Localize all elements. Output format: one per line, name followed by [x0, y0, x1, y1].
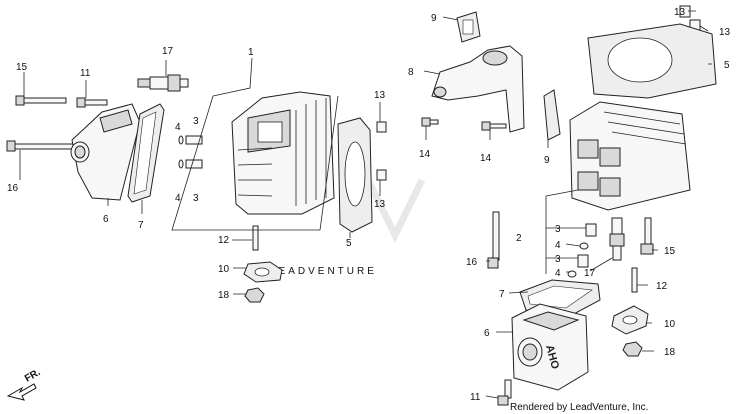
credit-text: Rendered by LeadVenture, Inc.	[510, 402, 648, 413]
nut-18-left	[244, 287, 265, 303]
callout-7: 7	[138, 220, 144, 231]
exhaust-gasket-right	[611, 305, 649, 335]
bolt-14-b	[481, 121, 507, 131]
watermark: LEADVENTURE	[270, 178, 426, 277]
callout-3: 3	[193, 193, 199, 204]
callout-12: 12	[656, 281, 668, 292]
callout-11: 11	[80, 68, 91, 79]
callout-11: 11	[470, 392, 481, 403]
callout-3: 3	[193, 116, 199, 127]
callout-13: 13	[374, 90, 386, 101]
dowel-pins-left	[178, 135, 203, 169]
callout-16: 16	[466, 257, 478, 268]
bolt-11-left	[76, 97, 108, 108]
callout-4: 4	[555, 268, 561, 279]
head-gasket-right	[587, 23, 717, 99]
callout-17: 17	[162, 46, 174, 57]
callout-14: 14	[419, 149, 431, 160]
callout-18: 18	[218, 290, 230, 301]
intake-manifold	[431, 45, 525, 133]
dowel-13-left	[376, 121, 387, 181]
callout-17: 17	[584, 268, 596, 279]
callout-4: 4	[175, 193, 181, 204]
exhaust-gasket-left	[243, 261, 283, 283]
callout-10: 10	[218, 264, 230, 275]
callout-3: 3	[555, 254, 561, 265]
bolt-16-left	[6, 140, 74, 152]
callout-13: 13	[719, 27, 731, 38]
bolt-16-right	[487, 211, 500, 269]
callout-4: 4	[175, 122, 181, 133]
callout-9: 9	[431, 13, 437, 24]
callout-12: 12	[218, 235, 230, 246]
callout-13: 13	[674, 7, 686, 18]
callout-1: 1	[248, 47, 254, 58]
callout-16: 16	[7, 183, 19, 194]
callout-14: 14	[480, 153, 492, 164]
cylinder-head-left	[231, 91, 335, 215]
front-direction-label: FR.	[23, 367, 43, 385]
callout-15: 15	[664, 246, 676, 257]
front-direction-arrow: FR.	[6, 367, 43, 401]
callout-10: 10	[664, 319, 676, 330]
cylinder-head-right	[569, 101, 691, 211]
callout-5: 5	[346, 238, 352, 249]
spark-plug-left	[137, 74, 189, 92]
callout-18: 18	[664, 347, 676, 358]
right-leader-lines	[423, 10, 712, 399]
head-cover-left	[70, 103, 141, 201]
bolt-11-right	[497, 379, 512, 406]
callout-8: 8	[408, 67, 414, 78]
watermark-text: LEADVENTURE	[270, 266, 377, 277]
callout-7: 7	[499, 289, 505, 300]
callout-9: 9	[544, 155, 550, 166]
stud-12-right	[631, 267, 638, 293]
intake-gasket-top	[456, 11, 481, 43]
callout-3: 3	[555, 224, 561, 235]
cover-gasket-left	[127, 103, 165, 203]
right-callouts: 9 8 14 14 9 13 13 5 2 3 4 3 4 17 16 15 1…	[408, 7, 731, 403]
bolt-15-right	[640, 217, 654, 255]
dowel-pins-right	[567, 223, 597, 278]
callout-5: 5	[724, 60, 730, 71]
head-gasket-left	[337, 117, 373, 233]
callout-13: 13	[374, 199, 386, 210]
callout-4: 4	[555, 240, 561, 251]
head-cover-right: AHO	[511, 303, 589, 391]
left-leader-lines	[19, 57, 381, 295]
nut-18-right	[622, 341, 643, 357]
bolt-15-left	[15, 95, 67, 106]
intake-gasket-lower	[543, 89, 561, 141]
callout-6: 6	[103, 214, 109, 225]
callout-6: 6	[484, 328, 490, 339]
callout-15: 15	[16, 62, 28, 73]
spark-plug-right	[609, 217, 625, 261]
stud-12-left	[252, 225, 259, 251]
left-callouts: 15 11 17 1 4 3 4 3 16 6 7 13 13 5 12 10 …	[7, 46, 386, 301]
bolt-14-a	[421, 117, 439, 127]
callout-2: 2	[516, 233, 522, 244]
